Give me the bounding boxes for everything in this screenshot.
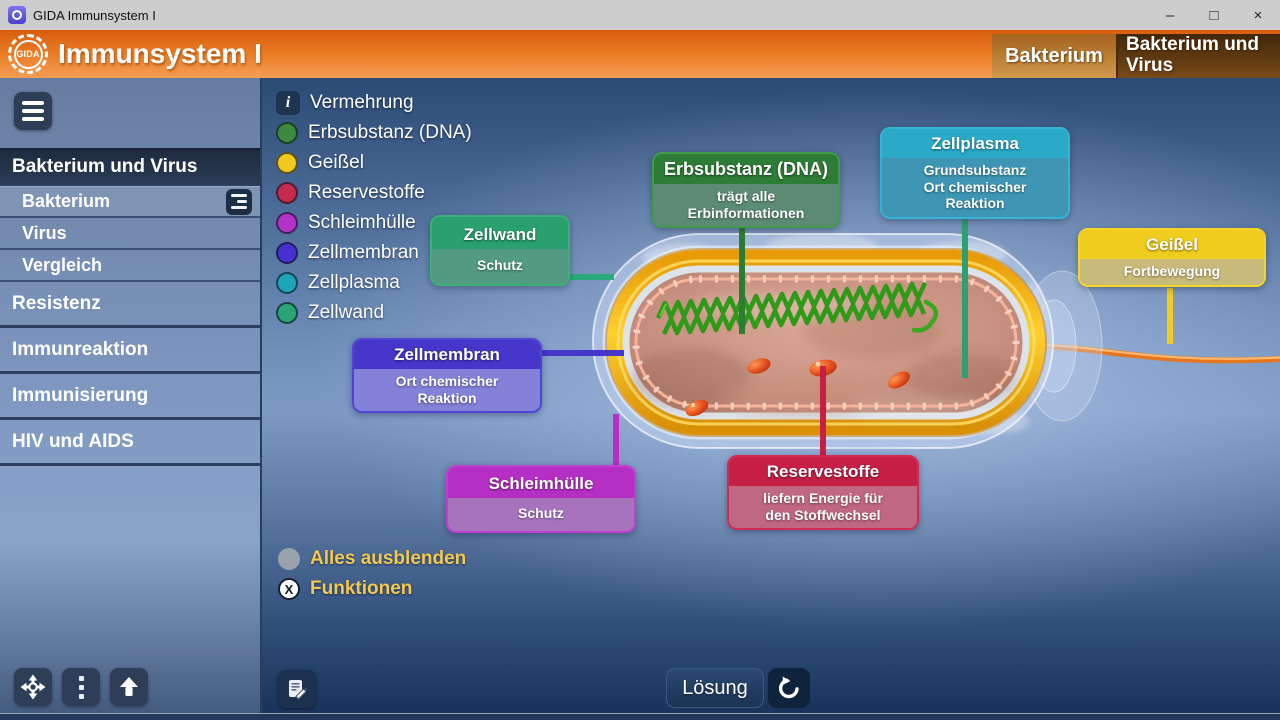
toggle-funktionen[interactable]: X Funktionen bbox=[278, 574, 466, 604]
vertical-dots-icon bbox=[78, 675, 84, 699]
legend-item-vermehrung[interactable]: i Vermehrung bbox=[276, 88, 472, 118]
callout-schleimhuelle[interactable]: Schleimhülle Schutz bbox=[446, 465, 636, 533]
legend-item-erbsubstanz[interactable]: Erbsubstanz (DNA) bbox=[276, 118, 472, 148]
sidebar-section-bakterium-und-virus[interactable]: Bakterium und Virus bbox=[0, 148, 260, 186]
main-stage: i Vermehrung Erbsubstanz (DNA) Geißel Re… bbox=[262, 78, 1280, 720]
notes-button[interactable] bbox=[278, 670, 316, 708]
window-title: GIDA Immunsystem I bbox=[33, 7, 156, 23]
app-icon bbox=[8, 6, 26, 24]
legend-item-schleimhuelle[interactable]: Schleimhülle bbox=[276, 208, 472, 238]
sidebar-item-bakterium[interactable]: Bakterium bbox=[0, 186, 260, 218]
undo-icon bbox=[778, 676, 799, 699]
legend-item-zellmembran[interactable]: Zellmembran bbox=[276, 238, 472, 268]
window-bottom-edge bbox=[0, 713, 1280, 720]
legend-dot bbox=[276, 302, 298, 324]
gray-circle-icon bbox=[278, 548, 300, 570]
toggle-alles-ausblenden[interactable]: Alles ausblenden bbox=[278, 544, 466, 574]
up-button[interactable] bbox=[110, 668, 148, 706]
maximize-button[interactable]: □ bbox=[1209, 6, 1219, 24]
gida-logo: GIDA bbox=[8, 34, 48, 74]
move-icon bbox=[20, 674, 46, 700]
hamburger-icon bbox=[22, 101, 44, 105]
arrow-up-icon bbox=[120, 677, 138, 696]
tab-bakterium-und-virus[interactable]: Bakterium und Virus bbox=[1118, 34, 1280, 78]
close-button[interactable]: × bbox=[1253, 6, 1263, 24]
dna-coil bbox=[655, 281, 939, 336]
flagellum bbox=[1031, 343, 1280, 364]
callout-zellmembran[interactable]: Zellmembran Ort chemischer Reaktion bbox=[352, 338, 542, 414]
x-circle-icon: X bbox=[278, 578, 300, 600]
page-title: Immunsystem I bbox=[58, 38, 262, 69]
info-icon: i bbox=[276, 91, 300, 115]
callout-erbsubstanz[interactable]: Erbsubstanz (DNA) trägt alle Erbinformat… bbox=[652, 152, 840, 229]
callout-zellwand[interactable]: Zellwand Schutz bbox=[430, 215, 570, 286]
sidebar-item-immunreaktion[interactable]: Immunreaktion bbox=[0, 328, 260, 374]
app-header: GIDA Immunsystem I Bakterium Bakterium u… bbox=[0, 30, 1280, 78]
legend-dot bbox=[276, 242, 298, 264]
sidebar-item-hiv-und-aids[interactable]: HIV und AIDS bbox=[0, 420, 260, 466]
legend-dot bbox=[276, 152, 298, 174]
list-icon[interactable] bbox=[226, 188, 252, 215]
legend-dot bbox=[276, 272, 298, 294]
minimize-button[interactable]: – bbox=[1165, 6, 1175, 24]
sidebar-item-vergleich[interactable]: Vergleich bbox=[0, 250, 260, 282]
reset-button[interactable] bbox=[768, 668, 810, 708]
legend-dot bbox=[276, 182, 298, 204]
solution-button[interactable]: Lösung bbox=[666, 668, 764, 708]
tab-bakterium[interactable]: Bakterium bbox=[992, 34, 1118, 78]
sidebar-item-label: Bakterium bbox=[22, 191, 111, 211]
callout-connectors bbox=[538, 214, 1173, 470]
menu-button[interactable] bbox=[14, 92, 52, 130]
legend-dot bbox=[276, 122, 298, 144]
header-tabs: Bakterium Bakterium und Virus bbox=[992, 34, 1280, 78]
display-toggles: Alles ausblenden X Funktionen bbox=[278, 544, 466, 604]
callout-zellplasma[interactable]: Zellplasma Grundsubstanz Ort chemischer … bbox=[880, 127, 1070, 219]
callout-reservestoffe[interactable]: Reservestoffe liefern Energie für den St… bbox=[727, 455, 919, 531]
callout-geissel[interactable]: Geißel Fortbewegung bbox=[1078, 228, 1266, 287]
sidebar-item-resistenz[interactable]: Resistenz bbox=[0, 282, 260, 328]
legend-dot bbox=[276, 212, 298, 234]
legend-item-zellplasma[interactable]: Zellplasma bbox=[276, 268, 472, 298]
sidebar-item-immunisierung[interactable]: Immunisierung bbox=[0, 374, 260, 420]
pan-button[interactable] bbox=[14, 668, 52, 706]
legend-item-zellwand[interactable]: Zellwand bbox=[276, 298, 472, 328]
notes-icon bbox=[289, 680, 307, 700]
legend-item-reservestoffe[interactable]: Reservestoffe bbox=[276, 178, 472, 208]
titlebar: GIDA Immunsystem I – □ × bbox=[0, 0, 1280, 30]
sidebar-item-virus[interactable]: Virus bbox=[0, 218, 260, 250]
sidebar: Bakterium und Virus Bakterium Virus Verg… bbox=[0, 78, 262, 720]
bacterium-diagram bbox=[538, 214, 1280, 470]
gida-logo-text: GIDA bbox=[13, 39, 43, 69]
reserve-granules bbox=[685, 358, 910, 417]
options-button[interactable] bbox=[62, 668, 100, 706]
legend-item-geissel[interactable]: Geißel bbox=[276, 148, 472, 178]
legend: i Vermehrung Erbsubstanz (DNA) Geißel Re… bbox=[276, 88, 472, 328]
